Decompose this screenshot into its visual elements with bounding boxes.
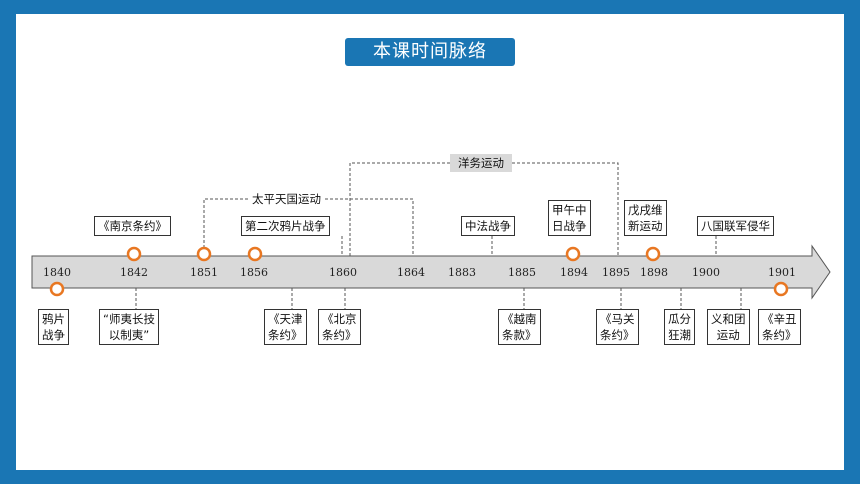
year-1842: 1842	[120, 266, 148, 279]
group-taiping: 太平天国运动	[248, 191, 325, 207]
page-title: 本课时间脉络	[345, 38, 515, 66]
event-line: 义和团	[711, 312, 746, 326]
event-line: 运动	[716, 328, 740, 342]
event-line: 《越南	[502, 312, 537, 326]
event-nanjing-treaty: 《南京条约》	[94, 216, 171, 236]
event-line: 条约》	[268, 328, 303, 342]
event-line: 新运动	[628, 219, 663, 233]
marker-1856	[247, 246, 263, 262]
year-1898: 1898	[640, 266, 668, 279]
event-line: 《辛丑	[762, 312, 797, 326]
year-1885: 1885	[508, 266, 536, 279]
marker-1894	[565, 246, 581, 262]
event-line: 鸦片	[42, 312, 65, 326]
year-1856: 1856	[240, 266, 268, 279]
year-1895: 1895	[602, 266, 630, 279]
event-line: 条约》	[600, 328, 635, 342]
year-1840: 1840	[43, 266, 71, 279]
event-line: “师夷长技	[103, 312, 155, 326]
event-line: 以制夷”	[108, 328, 150, 342]
event-shimonoseki-treaty: 《马关 条约》	[596, 309, 639, 345]
event-vietnam-treaty: 《越南 条款》	[498, 309, 541, 345]
event-line: 戊戌维	[628, 203, 663, 217]
marker-1851	[196, 246, 212, 262]
marker-1842	[126, 246, 142, 262]
event-line: 日战争	[552, 219, 587, 233]
event-boxer-movement: 义和团 运动	[707, 309, 750, 345]
year-1864: 1864	[397, 266, 425, 279]
event-first-sino-japanese-war: 甲午中 日战争	[548, 200, 591, 236]
marker-1898	[645, 246, 661, 262]
event-line: 战争	[42, 328, 65, 342]
year-1900: 1900	[692, 266, 720, 279]
event-eight-nation-alliance: 八国联军侵华	[697, 216, 774, 236]
year-1894: 1894	[560, 266, 588, 279]
event-second-opium-war: 第二次鸦片战争	[241, 216, 330, 236]
year-1901: 1901	[768, 266, 796, 279]
year-1860: 1860	[329, 266, 357, 279]
slide-canvas	[16, 14, 844, 470]
timeline-arrow	[31, 244, 831, 300]
taiping-bracket	[203, 198, 414, 256]
event-scramble-for-concessions: 瓜分 狂潮	[664, 309, 695, 345]
group-yangwu: 洋务运动	[450, 154, 512, 172]
event-line: 甲午中	[552, 203, 587, 217]
event-line: 条约》	[762, 328, 797, 342]
event-wuxu-reform: 戊戌维 新运动	[624, 200, 667, 236]
year-1883: 1883	[448, 266, 476, 279]
event-learn-from-west: “师夷长技 以制夷”	[99, 309, 159, 345]
event-boxer-protocol: 《辛丑 条约》	[758, 309, 801, 345]
event-beijing-treaty: 《北京 条约》	[318, 309, 361, 345]
event-line: 狂潮	[668, 328, 691, 342]
event-line: 条约》	[322, 328, 357, 342]
event-first-opium-war: 鸦片 战争	[38, 309, 69, 345]
event-sino-french-war: 中法战争	[461, 216, 515, 236]
marker-1901	[773, 281, 789, 297]
marker-1840	[49, 281, 65, 297]
year-1851: 1851	[190, 266, 218, 279]
event-line: 瓜分	[668, 312, 691, 326]
event-tianjin-treaty: 《天津 条约》	[264, 309, 307, 345]
event-line: 《马关	[600, 312, 635, 326]
event-line: 《天津	[268, 312, 303, 326]
event-line: 《北京	[322, 312, 357, 326]
event-line: 条款》	[502, 328, 537, 342]
